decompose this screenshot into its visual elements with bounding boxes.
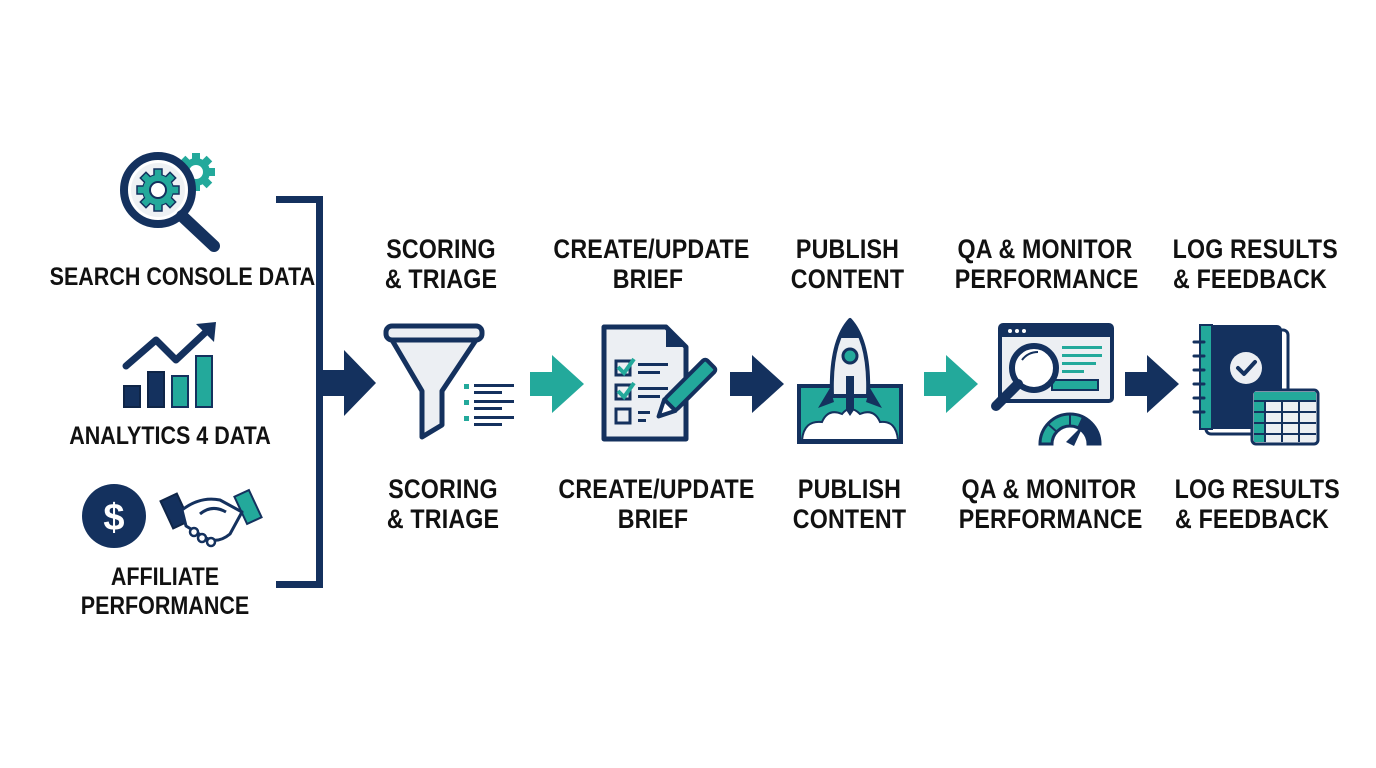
step-label-line1: QA & MONITOR (961, 474, 1137, 504)
step-label-bottom-publish: PUBLISH CONTENT (783, 474, 916, 534)
step-label-line2: & FEEDBACK (1173, 264, 1327, 294)
source-search-console (118, 150, 228, 255)
step-label-line1: CREATE/UPDATE (553, 234, 750, 264)
gauge-icon (1038, 412, 1102, 446)
step-label-line2: BRIEF (612, 264, 684, 294)
source-affiliate: $ (80, 482, 265, 552)
step-icon-brief (598, 323, 718, 445)
step-label-line2: PERFORMANCE (958, 504, 1143, 534)
arrow-right-icon (530, 355, 586, 413)
dollar-handshake-icon: $ (82, 484, 263, 548)
step-icon-publish (796, 316, 904, 446)
step-label-line2: CONTENT (790, 264, 905, 294)
step-label-top-publish: PUBLISH CONTENT (781, 234, 914, 294)
source-label-affiliate-line2: PERFORMANCE (80, 592, 250, 620)
arrow-right-icon (924, 355, 980, 413)
step-label-line1: PUBLISH (797, 474, 902, 504)
source-analytics (120, 320, 220, 412)
step-label-top-log: LOG RESULTS & FEEDBACK (1172, 234, 1338, 294)
step-label-line2: & TRIAGE (384, 264, 498, 294)
source-label-affiliate: AFFILIATE PERFORMANCE (49, 563, 281, 621)
arrow-right-icon (1125, 355, 1181, 413)
growth-bar-chart-icon (122, 322, 216, 408)
step-label-top-brief: CREATE/UPDATE BRIEF (553, 234, 750, 294)
magnifier-gears-icon (120, 152, 220, 252)
step-label-line1: CREATE/UPDATE (558, 474, 755, 504)
funnel-list-icon (383, 323, 514, 440)
step-label-line1: SCORING (386, 234, 496, 264)
step-label-line2: CONTENT (792, 504, 907, 534)
bracket-top (276, 196, 323, 203)
step-label-line1: QA & MONITOR (957, 234, 1133, 264)
arrow-right-icon (730, 355, 786, 413)
rocket-launch-icon (797, 318, 903, 444)
dollar-coin-icon: $ (82, 484, 146, 548)
step-icon-scoring (382, 323, 522, 443)
step-label-bottom-log: LOG RESULTS & FEEDBACK (1174, 474, 1340, 534)
step-icon-log (1190, 322, 1322, 448)
handshake-icon (159, 488, 263, 548)
step-label-line2: & TRIAGE (386, 504, 500, 534)
step-label-line2: PERFORMANCE (954, 264, 1139, 294)
step-label-line1: LOG RESULTS (1174, 474, 1340, 504)
step-label-line1: LOG RESULTS (1172, 234, 1338, 264)
spreadsheet-icon (1250, 388, 1320, 446)
step-label-line1: PUBLISH (795, 234, 900, 264)
step-label-line2: BRIEF (617, 504, 689, 534)
arrow-right-icon (322, 350, 378, 416)
notebook-spreadsheet-icon (1192, 324, 1320, 446)
source-label-search-console: SEARCH CONSOLE DATA (49, 263, 316, 291)
sources-bracket (316, 196, 323, 588)
step-label-bottom-scoring: SCORING & TRIAGE (370, 474, 516, 534)
svg-text:$: $ (103, 497, 124, 539)
step-label-top-qa: QA & MONITOR PERFORMANCE (954, 234, 1139, 294)
bracket-bottom (276, 581, 323, 588)
source-label-affiliate-line1: AFFILIATE (110, 563, 220, 591)
step-label-line1: SCORING (388, 474, 498, 504)
browser-magnifier-gauge-icon (991, 323, 1114, 446)
step-icon-qa (986, 322, 1116, 450)
step-label-line2: & FEEDBACK (1175, 504, 1329, 534)
source-label-analytics: ANALYTICS 4 DATA (69, 422, 271, 450)
checklist-pencil-icon (601, 324, 718, 442)
step-label-bottom-qa: QA & MONITOR PERFORMANCE (958, 474, 1143, 534)
step-label-top-scoring: SCORING & TRIAGE (368, 234, 514, 294)
step-label-bottom-brief: CREATE/UPDATE BRIEF (558, 474, 755, 534)
